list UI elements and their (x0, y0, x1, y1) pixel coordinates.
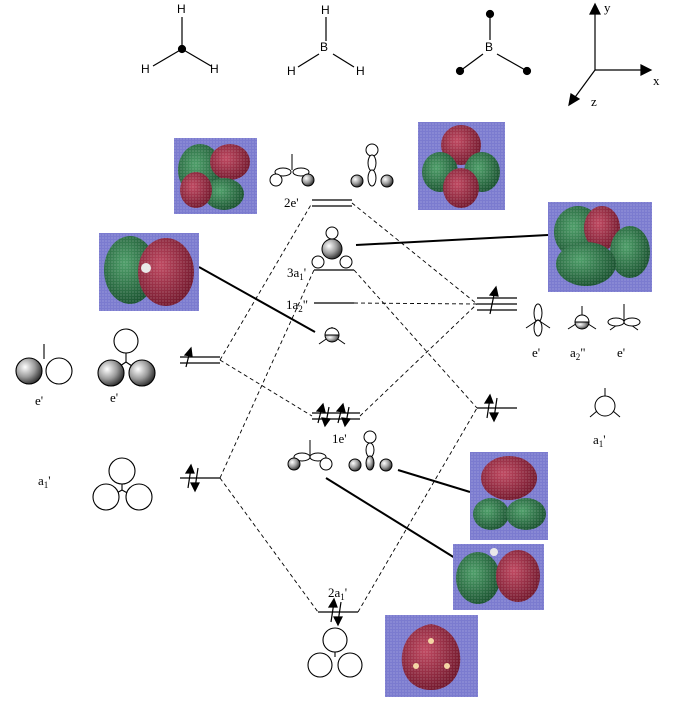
bh3-b-atom: B (320, 40, 329, 54)
mo-2e-sketch-1 (269, 154, 315, 187)
ch3-h-left: H (141, 62, 150, 76)
b-a1-orbital (589, 388, 621, 418)
energy-levels (180, 199, 517, 613)
b-e-orbital-left (525, 303, 551, 337)
label-2a1: 2a1' (328, 585, 348, 602)
label-h3-e-1: e' (35, 393, 44, 408)
ch3-h-top: H (177, 2, 186, 16)
mo-1e-sketch-1 (287, 440, 333, 471)
ch3-h-right: H (210, 62, 219, 76)
mo-picture-1e-a (470, 452, 548, 540)
label-2e: 2e' (284, 195, 299, 210)
bh3-h-right: H (356, 64, 365, 78)
b-a2-orbital (567, 306, 597, 330)
label-1a2: 1a2" (286, 297, 309, 314)
axis-z-label: z (591, 94, 597, 109)
carbon-atom-dot (177, 44, 187, 54)
h3-e-orbital-1 (15, 344, 73, 385)
mo-picture-2e-a (174, 138, 257, 214)
mo-3a1-sketch (311, 226, 353, 269)
mo-1a2-sketch (318, 327, 346, 345)
bfrag-b-atom: B (485, 40, 494, 54)
bh3-structure (297, 17, 355, 68)
label-b-e-right: e' (617, 345, 626, 360)
mo-2e-sketch-2 (350, 143, 394, 188)
electron-arrows (183, 285, 499, 627)
ch3-structure (152, 17, 212, 67)
mo-picture-1a2 (99, 233, 199, 311)
correlation-lines (219, 202, 478, 613)
axis-y-label: y (604, 0, 611, 15)
mo-picture-2e-b (418, 122, 505, 210)
mo-2a1-sketch (307, 627, 363, 678)
mo-leader-lines (198, 234, 549, 559)
mo-picture-2a1 (385, 615, 478, 697)
label-3a1: 3a1' (287, 265, 307, 282)
mo-picture-1e-b (453, 544, 544, 610)
h3-a1-orbital (92, 457, 153, 511)
label-b-a1: a1' (593, 432, 606, 449)
label-1e: 1e' (332, 431, 347, 446)
axis-x-label: x (653, 73, 660, 88)
axis-system (568, 2, 653, 107)
label-h3-a1: a1' (38, 473, 51, 490)
h3-e-orbital-2 (97, 328, 156, 387)
label-h3-e-2: e' (110, 390, 119, 405)
b-fragment-structure (455, 9, 532, 76)
mo-1e-sketch-2 (348, 430, 393, 472)
label-b-e-left: e' (532, 345, 541, 360)
label-b-a2: a2" (570, 345, 586, 362)
bh3-h-left: H (287, 64, 296, 78)
mo-picture-3a1 (548, 202, 652, 292)
bh3-h-top: H (321, 3, 330, 17)
b-e-orbital-right (607, 304, 641, 331)
